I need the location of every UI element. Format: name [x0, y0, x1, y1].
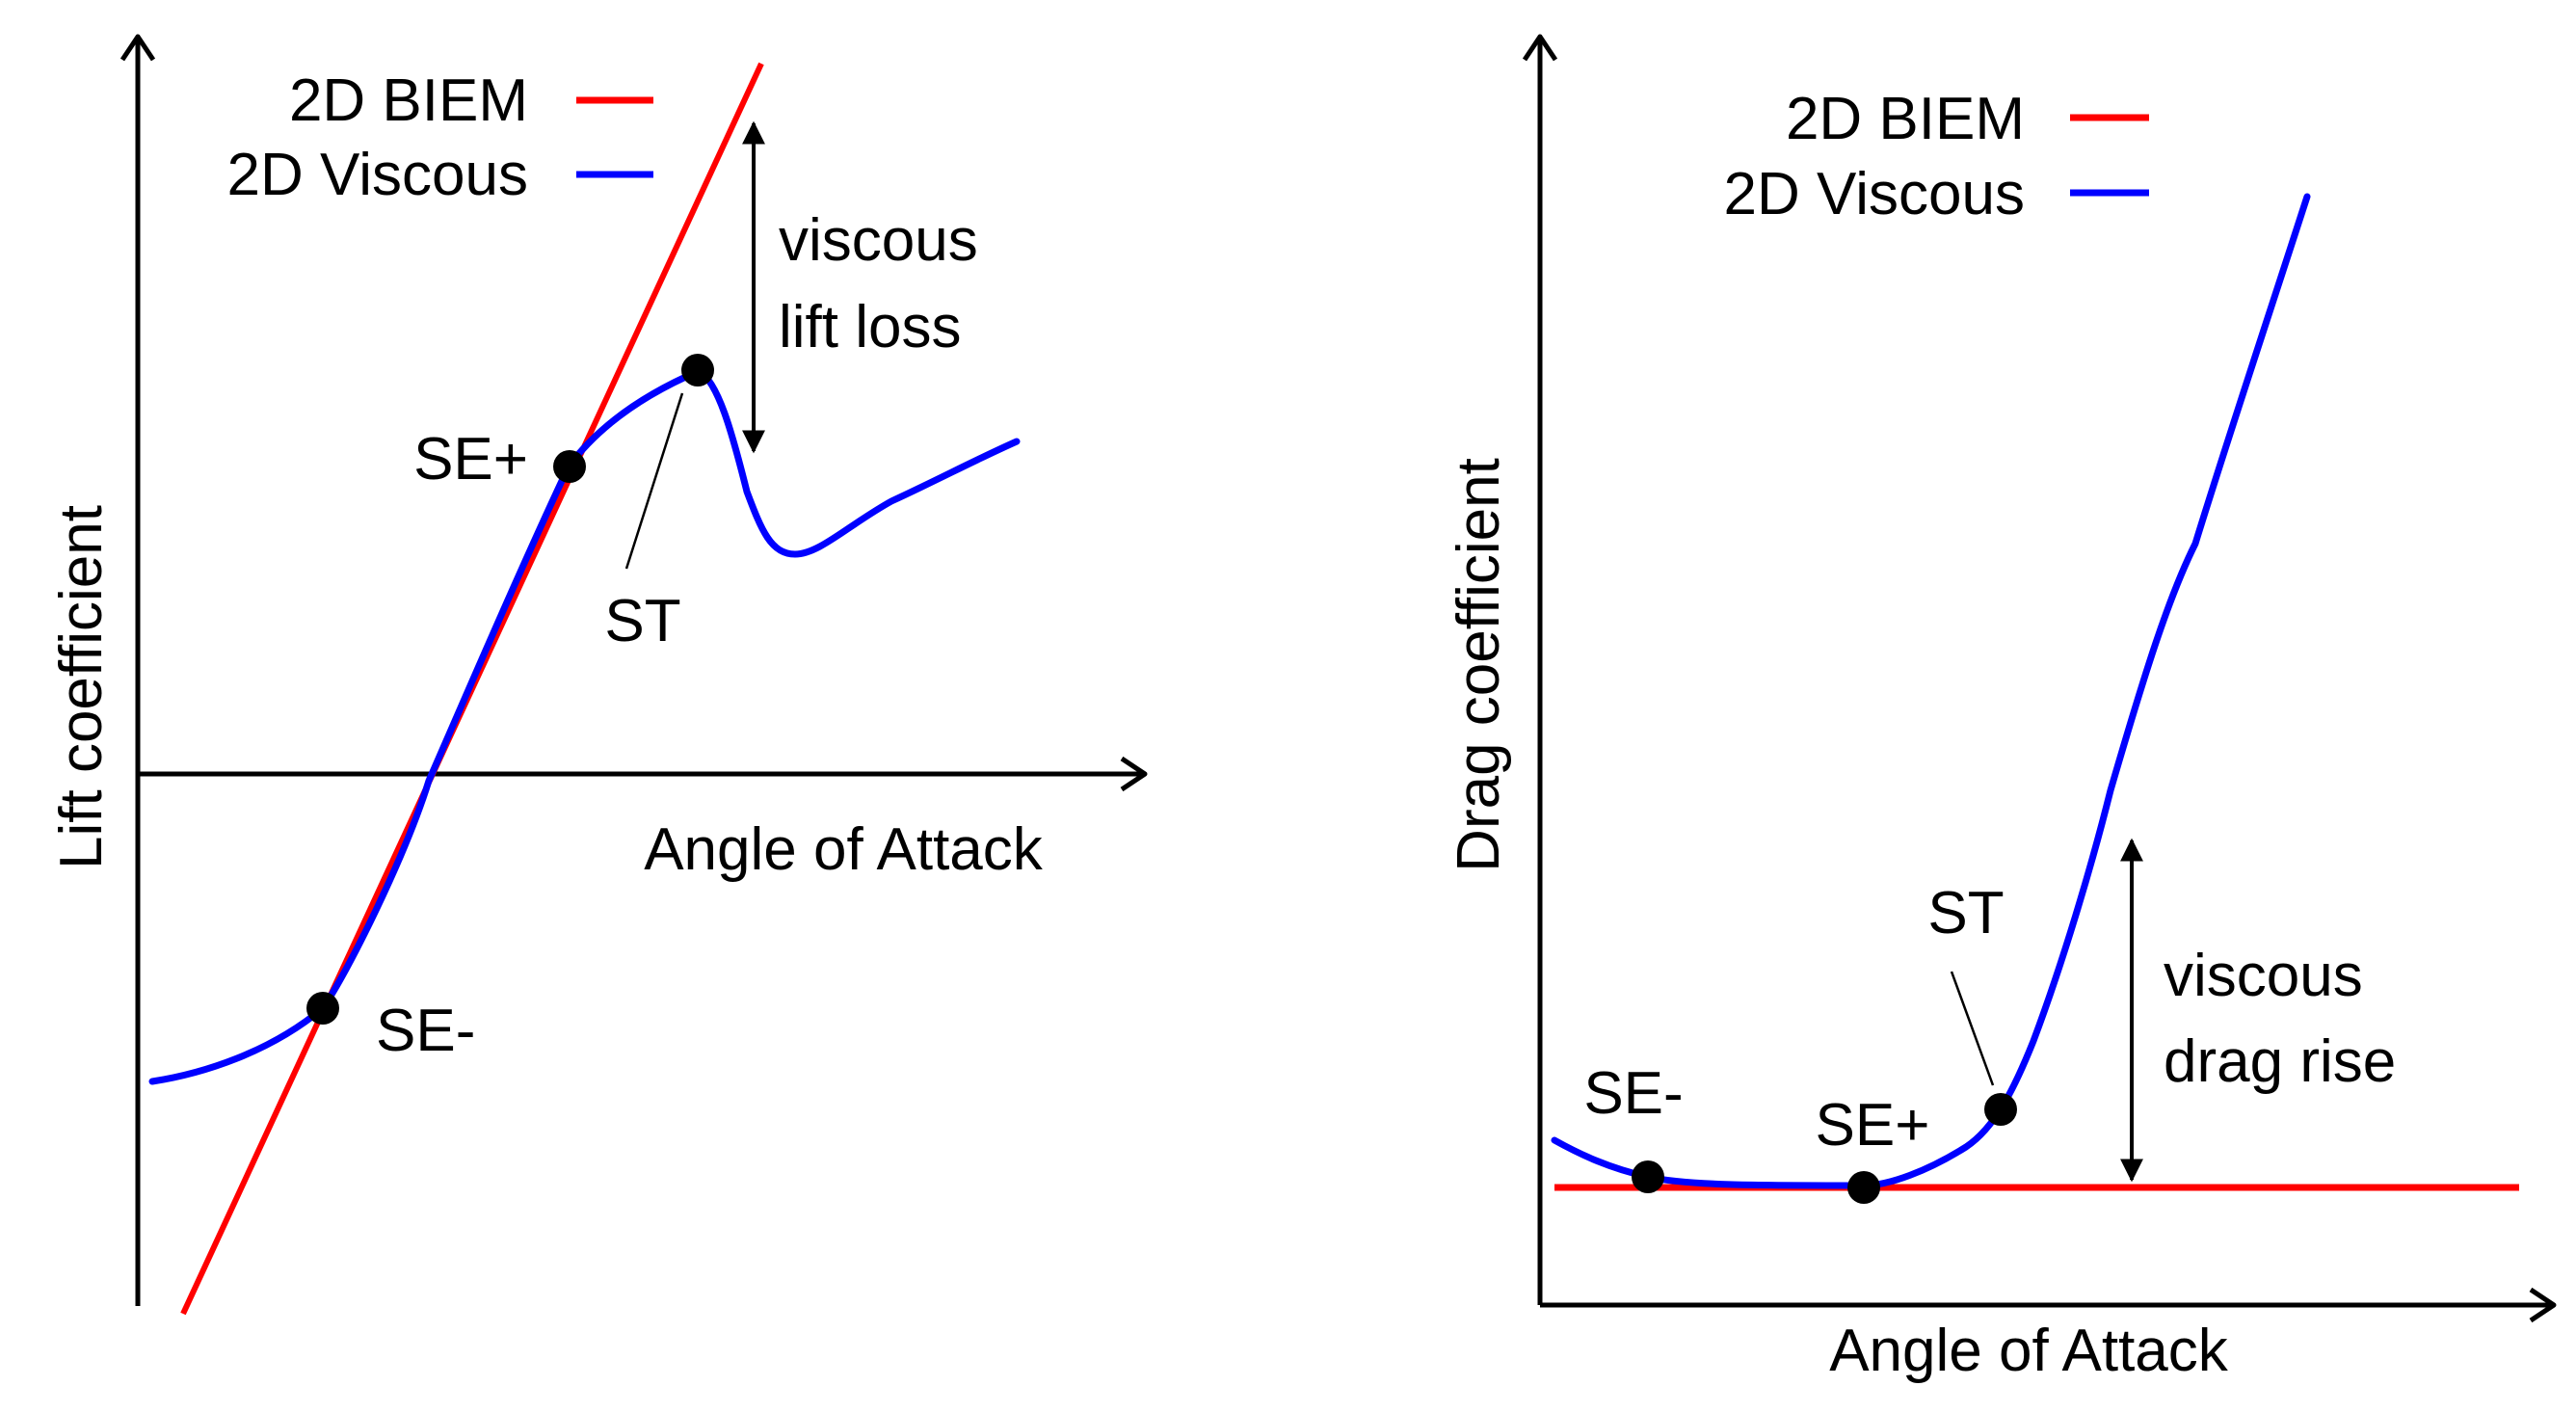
lift-legend: 2D BIEM 2D Viscous: [227, 67, 653, 208]
lift-annotation-line-2: lift loss: [779, 294, 961, 360]
lift-st-leader: [624, 392, 684, 570]
drag-x-axis-arrowhead: [2529, 1287, 2557, 1323]
lift-y-axis-title: Lift coefficient: [48, 505, 115, 869]
drag-panel: ST SE- SE+ viscous drag rise 2D BIEM 2D …: [1446, 34, 2557, 1384]
lift-point-st: [681, 354, 714, 387]
drag-label-se-minus: SE-: [1583, 1060, 1683, 1127]
lift-legend-label-viscous: 2D Viscous: [227, 142, 528, 208]
drag-viscous-curve: [1551, 193, 2311, 1189]
lift-point-se-plus: [553, 450, 586, 483]
drag-point-st: [1984, 1093, 2017, 1126]
lift-label-st: ST: [604, 588, 680, 654]
lift-panel: SE+ ST SE- viscous lift loss 2D BIEM 2D …: [48, 34, 1148, 1316]
drag-point-se-plus: [1847, 1171, 1880, 1204]
drag-y-axis-arrowhead: [1522, 34, 1558, 62]
drag-st-leader: [1950, 971, 1995, 1086]
lift-annotation-line-1: viscous: [779, 207, 978, 274]
drag-label-st: ST: [1927, 880, 2004, 946]
drag-legend: 2D BIEM 2D Viscous: [1724, 86, 2149, 227]
drag-x-axis-title: Angle of Attack: [1829, 1318, 2229, 1384]
lift-x-axis-title: Angle of Attack: [644, 816, 1044, 883]
lift-point-se-minus: [306, 992, 339, 1025]
lift-y-axis-arrowhead: [120, 34, 156, 62]
lift-label-se-plus: SE+: [413, 426, 528, 493]
lift-x-axis-arrowhead: [1120, 756, 1148, 792]
lift-viscous-curve: [148, 367, 1021, 1085]
lift-legend-label-biem: 2D BIEM: [289, 67, 528, 134]
drag-label-se-plus: SE+: [1816, 1092, 1930, 1159]
lift-label-se-minus: SE-: [376, 998, 475, 1064]
drag-legend-label-biem: 2D BIEM: [1786, 86, 2025, 152]
drag-annotation-line-2: drag rise: [2164, 1028, 2396, 1095]
drag-legend-label-viscous: 2D Viscous: [1724, 161, 2025, 227]
drag-point-se-minus: [1632, 1160, 1664, 1193]
drag-annotation-line-1: viscous: [2164, 943, 2363, 1009]
drag-y-axis-title: Drag coefficient: [1446, 458, 1512, 872]
